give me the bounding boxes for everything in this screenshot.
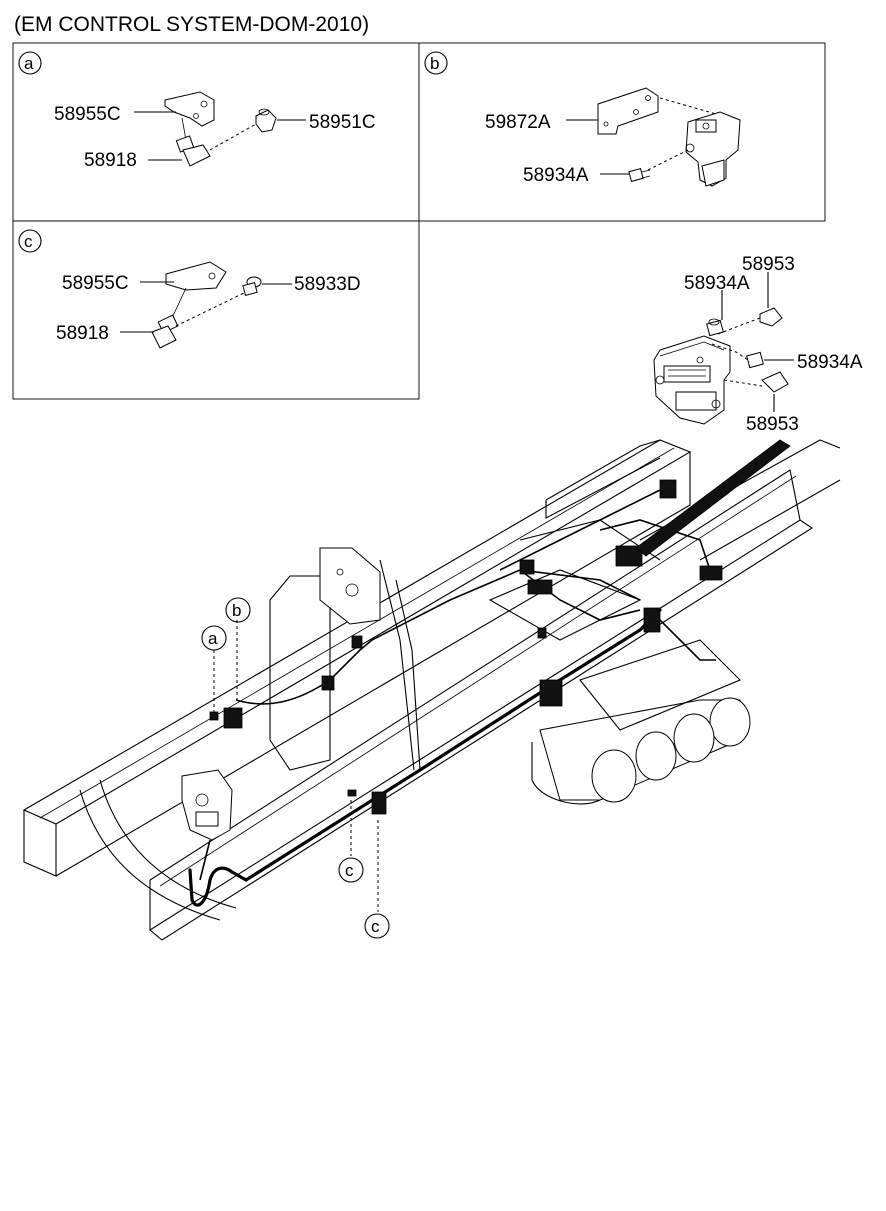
callout-c-2: c bbox=[371, 917, 380, 936]
part-58934A-upper: 58934A bbox=[684, 273, 750, 294]
callout-a: a bbox=[208, 629, 218, 648]
panel-a: a 58955C 58951C 58918 bbox=[12, 42, 420, 222]
diagram-title: (EM CONTROL SYSTEM-DOM-2010) bbox=[14, 13, 369, 36]
part-58955C: 58955C bbox=[54, 104, 121, 125]
callout-c-1: c bbox=[345, 861, 354, 880]
mounting-bracket-icon bbox=[597, 87, 659, 135]
part-58953-bottom: 58953 bbox=[746, 414, 799, 435]
part-58933D: 58933D bbox=[294, 274, 361, 295]
bolt-icon bbox=[628, 168, 651, 182]
part-58953-top: 58953 bbox=[742, 254, 795, 275]
frame-callouts: a b c c bbox=[201, 597, 390, 939]
chassis-frame bbox=[22, 439, 841, 941]
part-58934A: 58934A bbox=[523, 165, 589, 186]
bracket-icon bbox=[165, 261, 227, 291]
fitting-icon bbox=[706, 318, 724, 337]
part-58918: 58918 bbox=[84, 150, 137, 171]
plug-fitting-icon bbox=[242, 276, 262, 296]
panel-c: c 58955C 58933D 58918 bbox=[12, 220, 420, 400]
panel-c-letter: c bbox=[24, 232, 33, 251]
part-58918: 58918 bbox=[56, 323, 109, 344]
panel-a-letter: a bbox=[24, 54, 34, 73]
part-58934A-right: 58934A bbox=[797, 352, 863, 373]
sensor-icon bbox=[151, 314, 179, 349]
elbow-fitting-icon bbox=[255, 108, 277, 133]
wiring-harness bbox=[188, 439, 791, 907]
callout-b: b bbox=[232, 601, 241, 620]
elbow-fitting-icon bbox=[761, 371, 789, 393]
sensor-icon bbox=[175, 117, 211, 167]
bracket-icon bbox=[164, 91, 215, 127]
part-58951C: 58951C bbox=[309, 112, 376, 133]
modulator-valve-detail: 58953 58934A 58934A 58953 bbox=[653, 254, 863, 435]
air-tanks bbox=[531, 639, 751, 805]
panel-b-letter: b bbox=[430, 54, 439, 73]
elbow-fitting-icon bbox=[759, 307, 783, 327]
part-58955C: 58955C bbox=[62, 273, 129, 294]
panel-b: b 59872A 58934A bbox=[418, 42, 826, 222]
valve-assembly-icon bbox=[685, 111, 741, 187]
part-59872A: 59872A bbox=[485, 112, 551, 133]
fitting-icon bbox=[746, 351, 764, 369]
